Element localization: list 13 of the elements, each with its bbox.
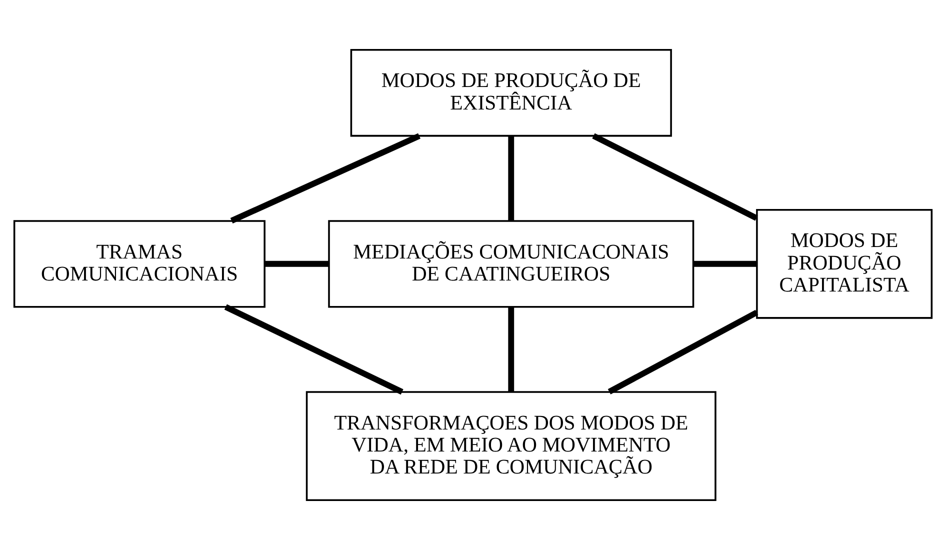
- node-box: MODOS DE PRODUÇÃO DE EXISTÊNCIA: [350, 48, 672, 136]
- node-box: TRANSFORMAÇOES DOS MODOS DE VIDA, EM MEIO AO MOVIMENTO DA REDE DE COMUNICAÇÃO: [306, 390, 716, 500]
- node-box: TRAMAS COMUNICACIONAIS: [13, 220, 266, 308]
- node-box: MEDIAÇÕES COMUNICACONAIS DE CAATINGUEIROS: [328, 220, 694, 308]
- connector: [592, 132, 758, 220]
- connector: [693, 260, 756, 266]
- connector: [230, 132, 420, 223]
- connector: [608, 309, 758, 394]
- connector: [508, 135, 514, 220]
- node-box: MODOS DE PRODUÇÃO CAPITALISTA: [756, 208, 933, 318]
- connector: [508, 306, 514, 392]
- connector: [265, 260, 329, 266]
- connector: [224, 304, 404, 394]
